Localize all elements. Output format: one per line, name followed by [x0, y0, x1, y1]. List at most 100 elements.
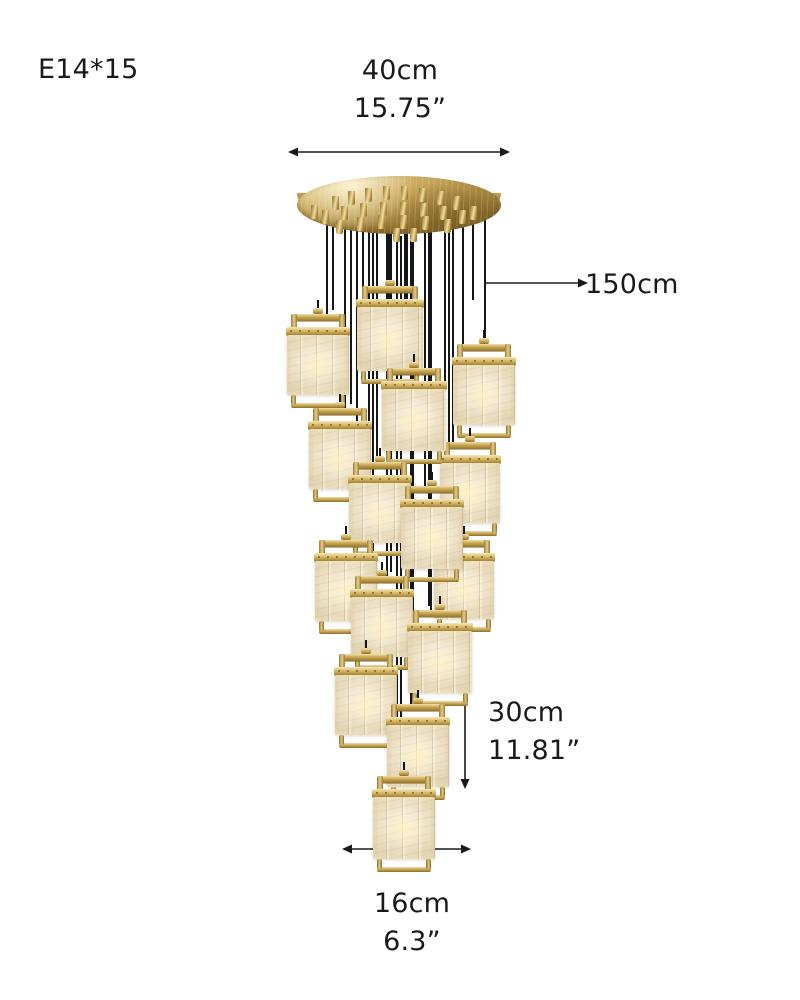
cord-grip [420, 203, 427, 217]
cord-grip [444, 219, 451, 233]
canopy-plate [297, 176, 501, 234]
shade-hanger-left [313, 408, 320, 423]
shade-hanger-left [355, 576, 362, 591]
shade-drop-stub [431, 472, 433, 484]
shade-hanger-bar [457, 344, 511, 351]
shade-hanger-right [400, 462, 407, 477]
shade-hanger-right [366, 540, 373, 555]
shade-knuckle [361, 648, 371, 654]
shade-panel-body [408, 631, 472, 693]
shade-panel-body [287, 335, 349, 395]
shade-drop-stub [439, 596, 441, 608]
shade-panel-body [349, 483, 411, 543]
cord-grip [422, 216, 429, 230]
canopy-width-in: 15.75” [353, 93, 447, 125]
shade-hanger-bar [386, 368, 442, 375]
shade-foot-bar [404, 577, 460, 582]
shade-drop-stub [463, 526, 465, 538]
pendant-shade [347, 562, 417, 670]
cord-grip [348, 191, 355, 205]
canopy-width-cm: 40cm [361, 55, 439, 86]
pendant-shade [369, 762, 439, 872]
total-drop-label: 150cm [585, 269, 679, 300]
shade-width-in: 6.3” [383, 926, 441, 958]
shade-hanger-right [438, 704, 445, 719]
shade-cable [356, 226, 358, 536]
shade-hanger-bar [291, 314, 345, 321]
shade-hanger-right [489, 442, 496, 457]
shade-top-plate [385, 717, 451, 726]
shade-top-plate [355, 299, 425, 308]
shade-foot-leg-right [413, 371, 419, 381]
shade-top-plate [333, 667, 399, 676]
cord-grip [383, 186, 390, 200]
shade-foot-bar [376, 867, 432, 872]
shade-foot-leg-right [463, 693, 469, 703]
shade-hanger-bar [353, 462, 407, 469]
shade-foot-bar [290, 403, 346, 408]
shade-hanger-right [435, 368, 442, 383]
shade-foot-leg-left [312, 489, 318, 499]
cord-grip [322, 210, 329, 224]
shade-hanger-bar [355, 576, 409, 583]
pendant-shade [397, 472, 467, 582]
socket-label: E14*15 [38, 54, 139, 85]
cord-grip [440, 206, 447, 220]
canopy-width-label: 40cm 15.75” [300, 52, 500, 129]
shade-foot-leg-left [361, 371, 367, 381]
shade-top-plate [451, 357, 517, 366]
shade-hanger-right [412, 286, 419, 301]
pendant-shade [378, 354, 450, 464]
shade-panel-body [453, 365, 515, 425]
pendant-shade [353, 272, 427, 384]
shade-foot-leg-left [456, 425, 462, 435]
shade-hanger-right [424, 776, 431, 791]
shade-knuckle [399, 770, 409, 776]
shade-hanger-left [291, 314, 298, 329]
shade-panel-body [309, 429, 371, 489]
shade-foot-leg-left [404, 569, 410, 579]
shade-width-label: 16cm 6.3” [312, 885, 512, 962]
shade-drop-stub [389, 272, 391, 284]
shade-knuckle [479, 338, 489, 344]
shade-drop-stub [381, 562, 383, 574]
shade-foot-leg-right [404, 657, 410, 667]
shade-hanger-left [339, 654, 346, 669]
shade-hanger-bar [313, 408, 367, 415]
shade-foot-leg-left [352, 543, 358, 553]
shade-knuckle [459, 534, 469, 540]
shade-hanger-bar [319, 540, 373, 547]
shade-panel-body [382, 389, 446, 451]
cord-grip [336, 220, 343, 234]
shade-foot-leg-right [485, 619, 491, 629]
shade-hanger-bar [339, 654, 393, 661]
shade-hanger-right [338, 314, 345, 329]
shade-cable [462, 216, 464, 340]
shade-cable [452, 220, 454, 438]
cord-grip [437, 191, 444, 205]
shade-hanger-bar [412, 610, 468, 617]
shade-cable [332, 214, 334, 310]
suspension-cable [484, 206, 486, 340]
shade-top-plate [406, 623, 474, 632]
shade-drop-stub [317, 300, 319, 312]
shade-hanger-left [405, 486, 412, 501]
shade-panel-body [401, 507, 463, 569]
shade-hanger-bar [444, 442, 496, 449]
cord-grip [453, 196, 460, 210]
pendant-shade [283, 300, 353, 408]
cord-grip [378, 215, 385, 229]
pendant-shade [436, 428, 504, 536]
shade-drop-stub [339, 394, 341, 406]
shade-cable [424, 224, 426, 482]
shade-hanger-bar [377, 776, 431, 783]
pendant-shade [305, 394, 375, 502]
suspension-cable [362, 210, 364, 288]
shade-knuckle [313, 308, 323, 314]
shade-drop-stub [379, 448, 381, 460]
shade-knuckle [341, 534, 351, 540]
shade-hanger-right [402, 576, 409, 591]
shade-knuckle [435, 604, 445, 610]
shade-hanger-right [360, 408, 367, 423]
